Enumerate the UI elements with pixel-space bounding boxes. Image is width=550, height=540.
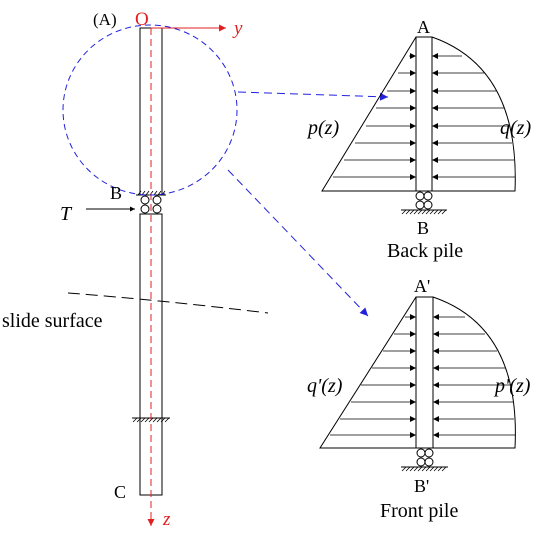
front-pile-right-arrows [434,316,515,436]
back-pile-right-arrows [433,55,515,178]
back-pile-roller-4 [423,200,433,210]
front-pile-caption: Front pile [380,500,458,522]
back-pile-left-load-label: p(z) [306,117,339,139]
y-axis-label: y [232,18,243,39]
back-pile-body [415,36,433,192]
back-pile-group: A B Back pile p(z) q(z) [306,17,531,262]
front-pile-left-arrowheads [410,314,416,438]
embedment-hatch-ticks [132,417,170,423]
joint-b-label: B [110,183,122,203]
back-pile-roller-3 [415,200,425,210]
joint-b-roller-4 [152,204,162,214]
callout-arrow-back-pile [237,91,389,101]
joint-b-roller-2 [152,195,162,205]
back-pile-left-arrowheads [410,53,416,180]
back-pile-left-arrows [333,55,415,178]
callout-circle [62,24,238,196]
back-pile-left-load-envelope [321,36,417,192]
main-top-label: (A) [93,10,117,29]
front-pile-right-load-envelope [432,296,516,449]
origin-label: O [135,9,149,30]
front-pile-right-arrowheads [433,314,439,438]
joint-b-roller-1 [140,195,150,205]
back-pile-right-load-envelope [431,36,516,192]
back-pile-roller-2 [423,191,433,201]
front-pile-roller-1 [416,448,426,458]
front-pile-roller-3 [416,457,426,467]
slide-surface-label: slide surface [2,310,103,332]
z-axis-label: z [162,509,171,530]
front-pile-left-load-envelope [319,296,417,449]
front-pile-ground-hatch [401,466,447,472]
back-pile-ground-hatch [401,209,447,215]
main-pile-group: (A) O y z B C T slide surface [2,9,389,530]
back-pile-roller-1 [415,191,425,201]
slide-surface-curve [67,292,269,314]
callout-arrow-front-pile [227,169,369,317]
force-t-label: T [60,203,73,225]
main-bottom-label: C [114,482,126,502]
front-pile-roller-2 [424,448,434,458]
back-pile-bottom-label: B [417,218,429,238]
joint-b-roller-3 [140,204,150,214]
front-pile-top-label: A' [414,276,430,296]
front-pile-bottom-label: B' [414,476,429,496]
front-pile-left-load-label: q'(z) [307,375,343,397]
front-pile-left-arrows [330,316,415,436]
back-pile-caption: Back pile [387,240,463,262]
back-pile-right-load-label: q(z) [500,117,531,139]
back-pile-top-label: A [417,17,430,37]
front-pile-group: A' B' Front pile q'(z) p'(z) [307,276,531,522]
back-pile-right-arrowheads [432,53,438,180]
front-pile-roller-4 [424,457,434,467]
front-pile-right-load-label: p'(z) [493,375,531,397]
front-pile-body [415,296,434,449]
